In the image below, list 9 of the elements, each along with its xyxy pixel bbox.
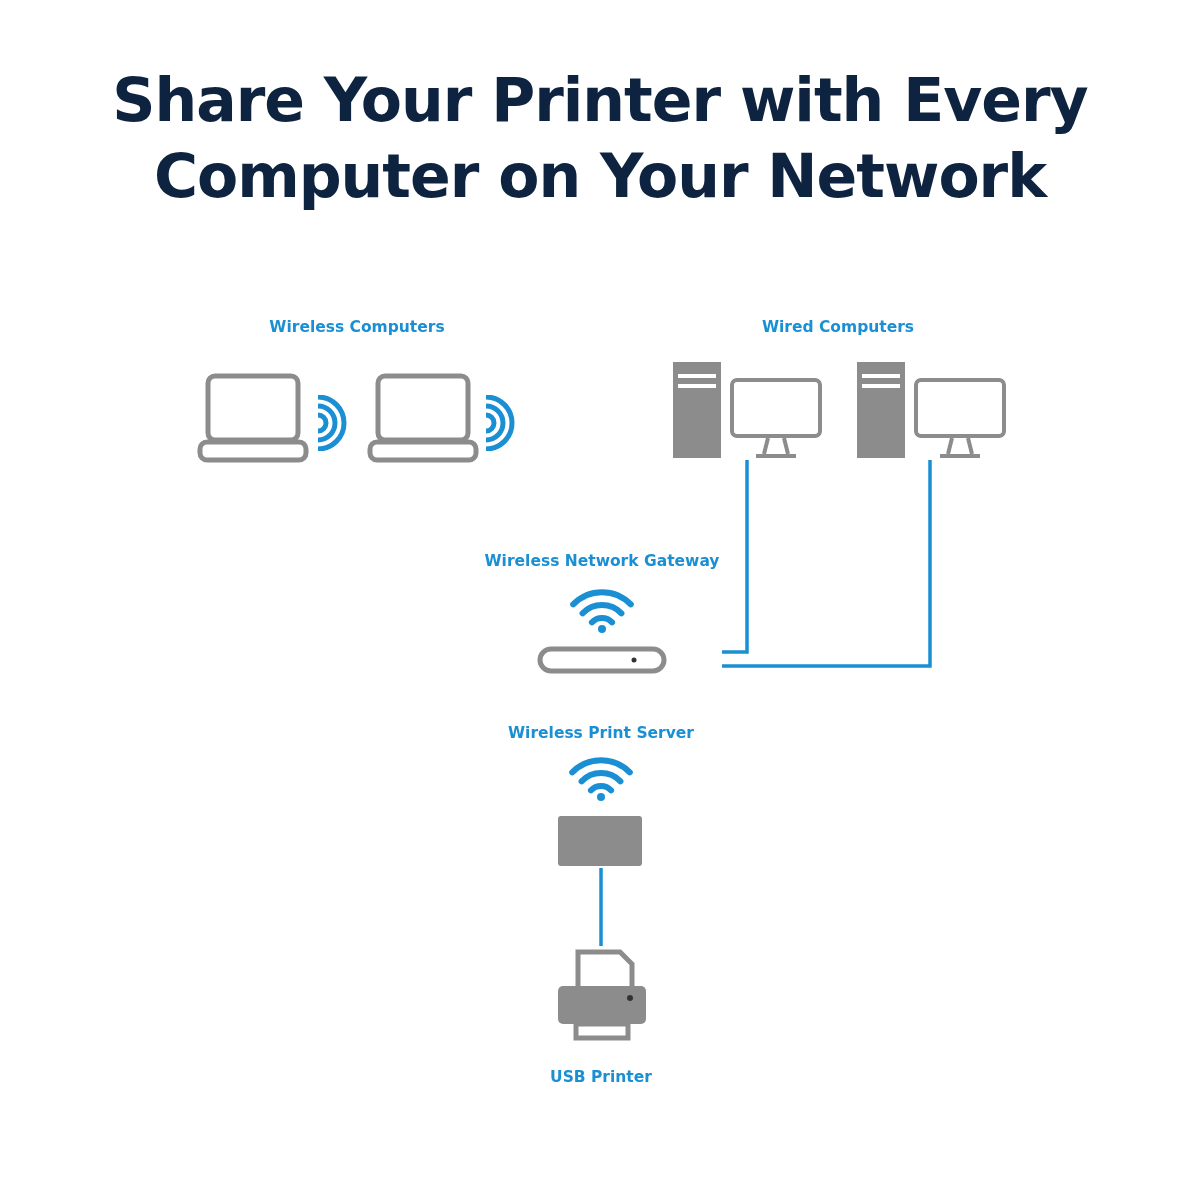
- group-heading: Wired Computers: [760, 318, 916, 336]
- group-heading: Wireless Computers: [268, 318, 446, 336]
- network-cable: [599, 868, 603, 946]
- network-cable: [722, 460, 932, 668]
- device-label: Wireless Print Server: [507, 724, 695, 742]
- title: Share Your Printer with Every Computer on Your Network: [111, 64, 1089, 213]
- device-label: USB Printer: [549, 1068, 653, 1086]
- device-label: Wireless Network Gateway: [483, 552, 721, 570]
- network-cable: [722, 460, 749, 654]
